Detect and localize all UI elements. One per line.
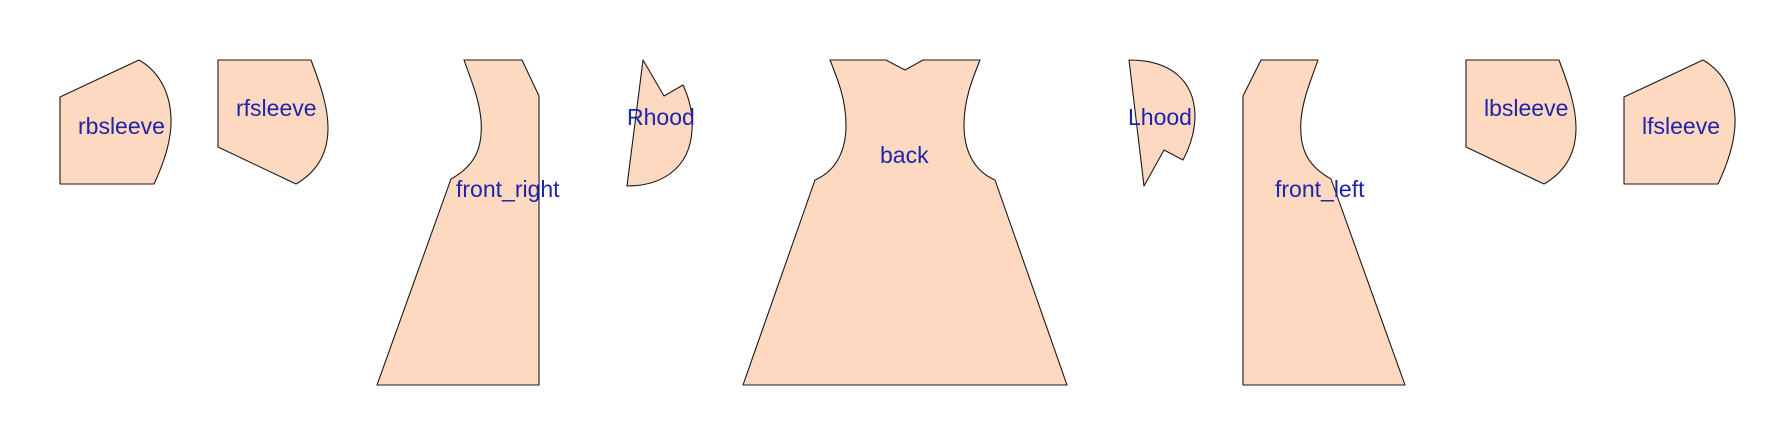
piece-front-right[interactable]: front_right: [376, 59, 560, 386]
piece-lbsleeve-label: lbsleeve: [1484, 95, 1568, 121]
piece-lfsleeve-label: lfsleeve: [1642, 113, 1720, 139]
piece-lhood-label: Lhood: [1128, 104, 1192, 130]
piece-rfsleeve-label: rfsleeve: [236, 95, 317, 121]
piece-front-right-label: front_right: [456, 176, 560, 202]
piece-rhood[interactable]: Rhood: [626, 59, 695, 187]
piece-rhood-label: Rhood: [627, 104, 695, 130]
piece-back[interactable]: back: [742, 59, 1068, 386]
piece-back-shape: [742, 59, 1068, 386]
piece-lfsleeve-shape: [1623, 59, 1736, 185]
piece-rfsleeve[interactable]: rfsleeve: [217, 59, 329, 185]
piece-rbsleeve-shape: [59, 59, 172, 185]
piece-lfsleeve[interactable]: lfsleeve: [1623, 59, 1736, 185]
piece-rhood-shape: [626, 59, 693, 187]
piece-front-right-shape: [376, 59, 540, 386]
piece-rbsleeve-label: rbsleeve: [78, 113, 165, 139]
piece-back-label: back: [880, 142, 929, 168]
piece-rbsleeve[interactable]: rbsleeve: [59, 59, 172, 185]
piece-front-left-shape: [1242, 59, 1406, 386]
piece-front-left-label: front_left: [1275, 176, 1365, 202]
piece-lhood[interactable]: Lhood: [1128, 59, 1196, 187]
piece-lbsleeve[interactable]: lbsleeve: [1465, 59, 1577, 185]
piece-lhood-shape: [1128, 59, 1196, 187]
piece-rfsleeve-shape: [217, 59, 329, 185]
piece-front-left[interactable]: front_left: [1242, 59, 1406, 386]
piece-lbsleeve-shape: [1465, 59, 1577, 185]
